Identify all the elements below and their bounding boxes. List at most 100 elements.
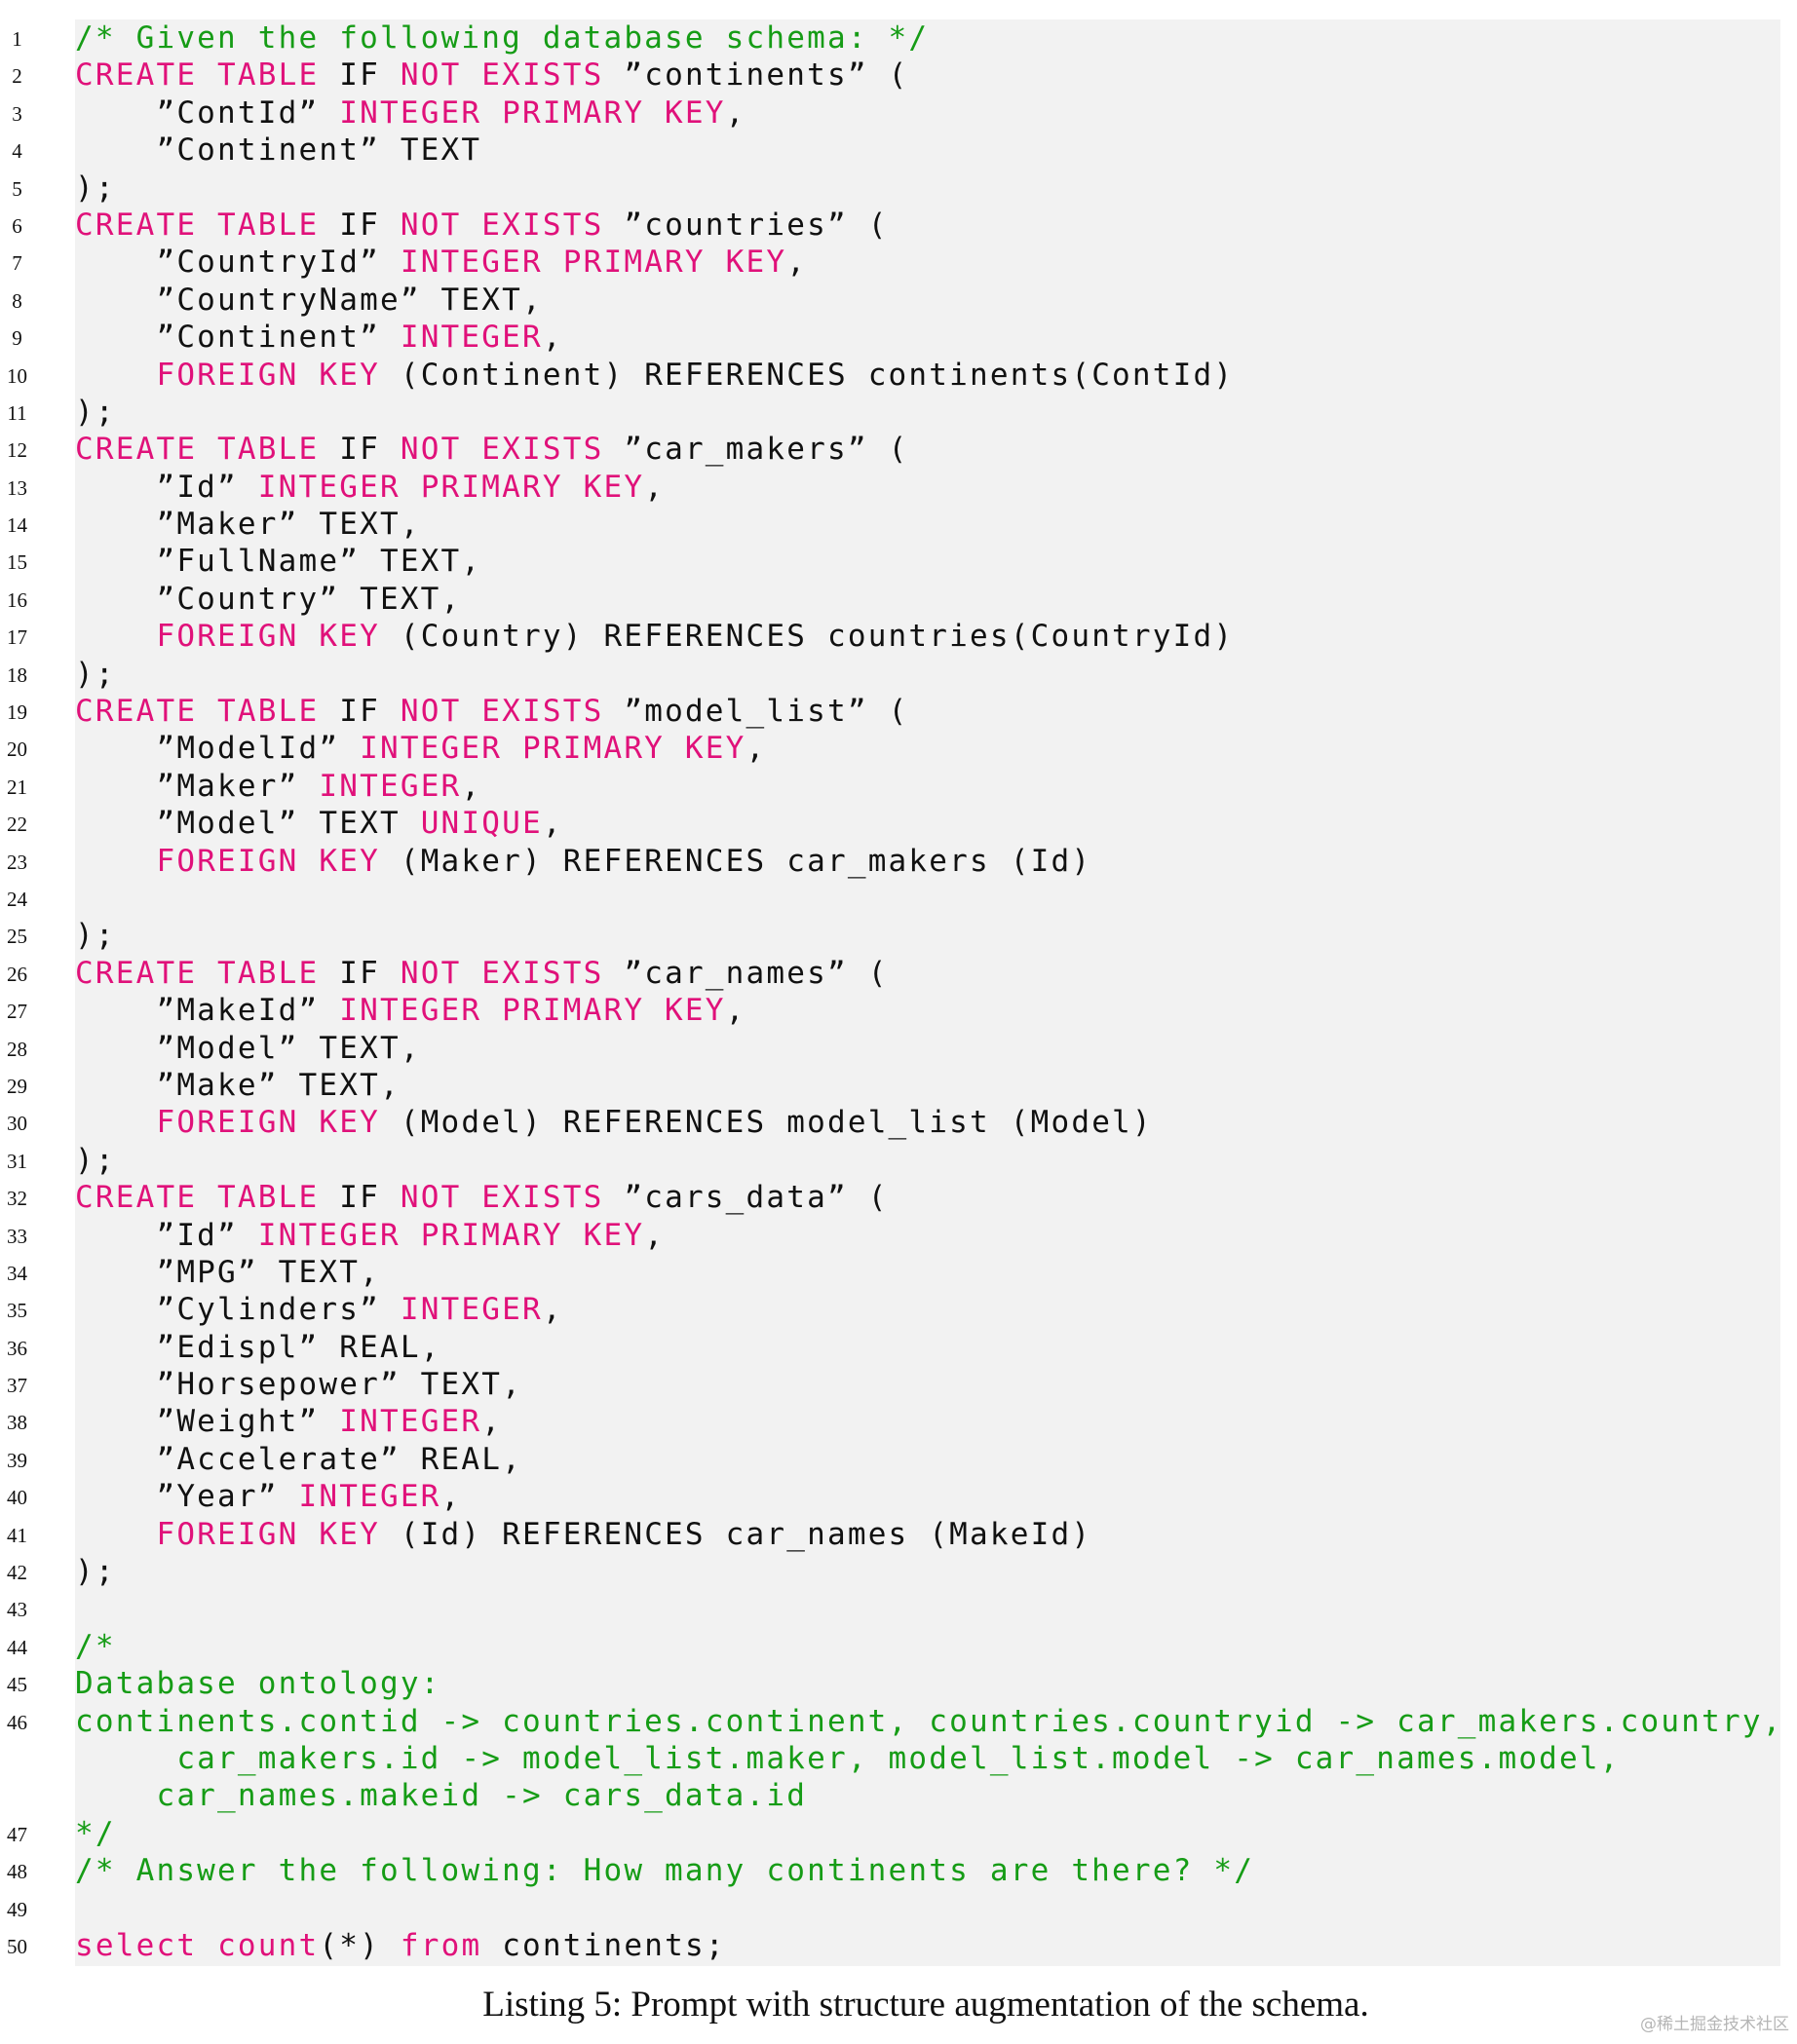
comment-token: /* Given the following database schema: … xyxy=(75,20,930,56)
line-number: 25 xyxy=(7,925,27,949)
code-line: car_names.makeid -> cars_data.id xyxy=(0,1777,1797,1814)
line-number: 12 xyxy=(7,438,27,463)
code-token: (Model) REFERENCES model_list (Model) xyxy=(379,1105,1153,1141)
code-token: ”ModelId” xyxy=(75,731,361,767)
code-token: , xyxy=(461,768,482,804)
code-token: , xyxy=(481,1404,503,1440)
line-number: 24 xyxy=(7,887,27,911)
code-line: 29 ”Make” TEXT, xyxy=(0,1067,1797,1104)
code-text: FOREIGN KEY (Continent) REFERENCES conti… xyxy=(75,357,1234,394)
line-number: 48 xyxy=(7,1860,27,1884)
code-line: 47*/ xyxy=(0,1815,1797,1852)
code-text: ); xyxy=(75,394,116,431)
keyword-token: CREATE TABLE xyxy=(75,955,320,991)
line-number: 19 xyxy=(7,700,27,725)
code-text: ”Model” TEXT UNIQUE, xyxy=(75,805,563,842)
code-line: 13 ”Id” INTEGER PRIMARY KEY, xyxy=(0,469,1797,506)
line-number: 39 xyxy=(7,1448,27,1472)
line-number: 29 xyxy=(7,1074,27,1098)
line-number: 46 xyxy=(7,1710,27,1734)
code-token xyxy=(75,844,156,879)
line-number: 18 xyxy=(7,662,27,687)
code-line: 12 CREATE TABLE IF NOT EXISTS ”car_makers… xyxy=(0,431,1797,468)
code-text: FOREIGN KEY (Id) REFERENCES car_names (M… xyxy=(75,1516,1091,1553)
line-number: 21 xyxy=(7,775,27,799)
code-token xyxy=(75,1105,156,1140)
code-line: 21 ”Maker” INTEGER, xyxy=(0,768,1797,805)
code-token: , xyxy=(746,731,767,767)
code-text: ”MakeId” INTEGER PRIMARY KEY, xyxy=(75,992,746,1029)
code-text: ”CountryName” TEXT, xyxy=(75,282,543,319)
code-line: 25); xyxy=(0,917,1797,954)
code-token: ); xyxy=(75,394,116,430)
code-token: (Continent) REFERENCES continents(ContId… xyxy=(379,357,1235,393)
code-token: ”FullName” TEXT, xyxy=(75,544,482,580)
keyword-token: CREATE TABLE xyxy=(75,694,320,730)
code-token: ”Maker” TEXT, xyxy=(75,507,421,543)
code-text: ”Accelerate” REAL, xyxy=(75,1441,522,1478)
code-text: CREATE TABLE IF NOT EXISTS ”car_makers” … xyxy=(75,431,908,468)
code-text: ); xyxy=(75,656,116,693)
code-token: ”MPG” TEXT, xyxy=(75,1254,380,1290)
keyword-token: FOREIGN KEY xyxy=(156,619,380,655)
code-text: ”Id” INTEGER PRIMARY KEY, xyxy=(75,1217,665,1254)
code-line: 42); xyxy=(0,1553,1797,1590)
code-token: , xyxy=(542,320,563,356)
comment-token: car_makers.id -> model_list.maker, model… xyxy=(75,1740,1621,1776)
line-number: 36 xyxy=(7,1336,27,1360)
code-token: ); xyxy=(75,1554,116,1590)
code-line: 9 ”Continent” INTEGER, xyxy=(0,319,1797,356)
line-number: 45 xyxy=(7,1673,27,1697)
code-text: ”Continent” INTEGER, xyxy=(75,319,563,356)
line-number: 20 xyxy=(7,738,27,762)
line-number: 30 xyxy=(7,1112,27,1136)
code-line: 46 continents.contid -> countries.contine… xyxy=(0,1703,1797,1740)
line-number: 34 xyxy=(7,1261,27,1285)
line-number: 13 xyxy=(7,475,27,500)
code-line: 5); xyxy=(0,170,1797,207)
comment-token: /* xyxy=(75,1628,116,1664)
code-line: 10 FOREIGN KEY (Continent) REFERENCES co… xyxy=(0,357,1797,394)
keyword-token: FOREIGN KEY xyxy=(156,1105,380,1141)
code-text: Database ontology: xyxy=(75,1665,441,1702)
comment-token: car_names.makeid -> cars_data.id xyxy=(75,1778,808,1814)
code-line: 3 ”ContId” INTEGER PRIMARY KEY, xyxy=(0,95,1797,132)
keyword-token: INTEGER PRIMARY KEY xyxy=(339,993,726,1029)
comment-token: Database ontology: xyxy=(75,1666,441,1702)
keyword-token: INTEGER xyxy=(298,1479,441,1515)
code-line: 34 ”MPG” TEXT, xyxy=(0,1254,1797,1291)
line-number: 11 xyxy=(7,400,27,425)
comment-token: continents.contid -> countries.continent… xyxy=(75,1703,1783,1739)
code-line: 1/* Given the following database schema:… xyxy=(0,19,1797,57)
code-token xyxy=(75,619,156,654)
keyword-token: select xyxy=(75,1927,198,1963)
code-line: 49 xyxy=(0,1890,1797,1927)
line-number: 35 xyxy=(7,1299,27,1323)
code-listing-background xyxy=(75,19,1780,1966)
line-number: 41 xyxy=(7,1523,27,1547)
code-line: 11); xyxy=(0,394,1797,431)
code-text: CREATE TABLE IF NOT EXISTS ”cars_data” ( xyxy=(75,1179,889,1216)
code-token: , xyxy=(644,1217,666,1253)
code-token: , xyxy=(542,806,563,842)
code-token: IF xyxy=(319,432,401,468)
code-token: ”model_list” ( xyxy=(603,694,909,730)
line-number: 44 xyxy=(7,1635,27,1659)
code-token: IF xyxy=(319,1180,401,1216)
code-line: 41 FOREIGN KEY (Id) REFERENCES car_names… xyxy=(0,1516,1797,1553)
code-token: ”MakeId” xyxy=(75,993,340,1029)
keyword-token: FOREIGN KEY xyxy=(156,357,380,393)
code-line: 33 ”Id” INTEGER PRIMARY KEY, xyxy=(0,1217,1797,1254)
line-number: 17 xyxy=(7,625,27,650)
line-number: 49 xyxy=(7,1897,27,1921)
code-text: continents.contid -> countries.continent… xyxy=(75,1703,1783,1740)
code-token: , xyxy=(725,993,746,1029)
keyword-token: INTEGER xyxy=(400,320,543,356)
code-text: ”Year” INTEGER, xyxy=(75,1478,461,1515)
code-token: ”countries” ( xyxy=(603,207,889,243)
code-token: (Country) REFERENCES countries(CountryId… xyxy=(379,619,1235,655)
